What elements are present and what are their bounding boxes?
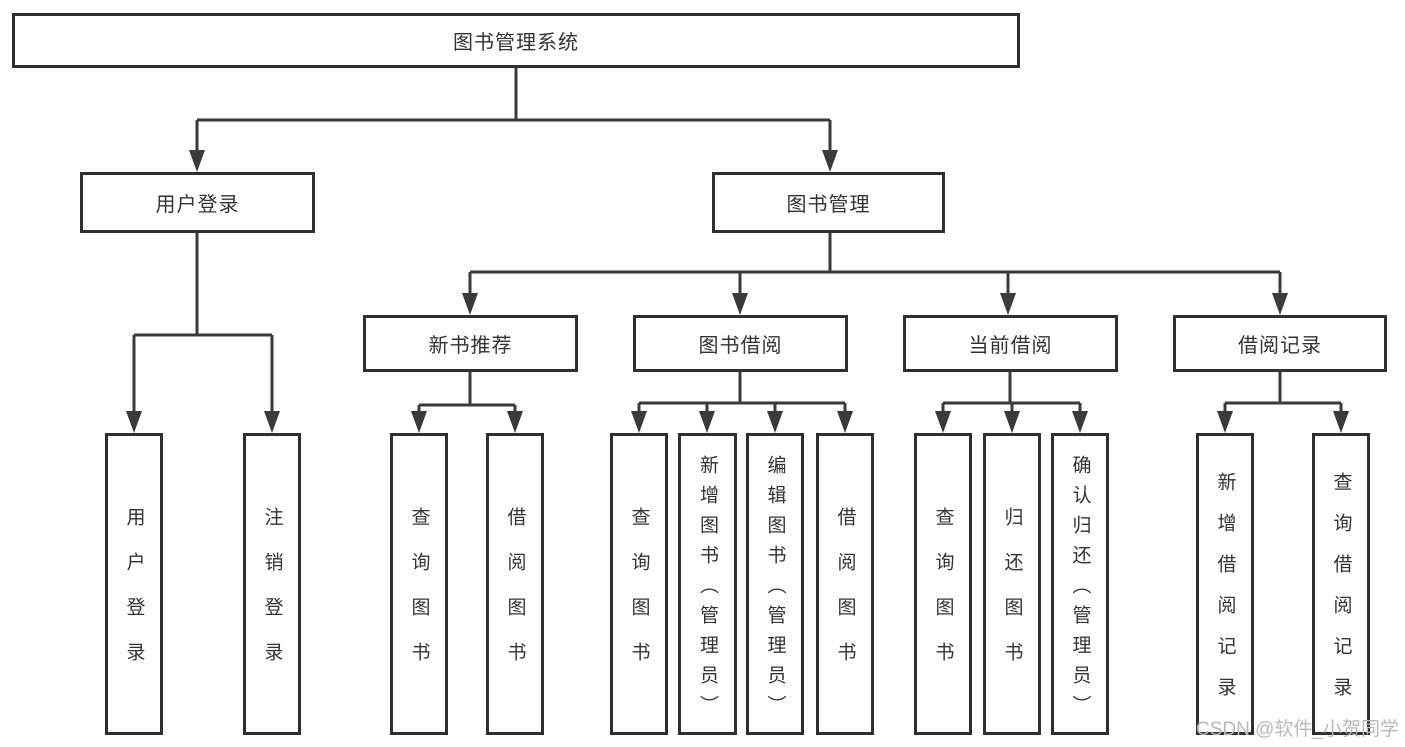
node-label: 新增图书（管理员） [697, 454, 718, 725]
node-label: 图书借阅 [698, 335, 783, 357]
node-query-books-recommend: 查询图书 [390, 433, 448, 735]
node-book-borrow: 图书借阅 [633, 315, 848, 372]
node-label: 查询图书 [628, 507, 650, 687]
node-return-book: 归还图书 [983, 433, 1041, 735]
node-query-books-current: 查询图书 [914, 433, 972, 735]
node-label: 新增借阅记录 [1214, 472, 1236, 718]
node-book-management: 图书管理 [712, 172, 945, 233]
node-label: 用户登录 [123, 507, 145, 687]
arrowheads [126, 150, 1349, 433]
node-label: 用户登录 [155, 194, 240, 216]
node-logout: 注销登录 [243, 433, 301, 735]
node-label: 查询图书 [408, 507, 430, 687]
node-label: 借阅记录 [1238, 335, 1322, 357]
node-label: 当前借阅 [968, 335, 1053, 357]
node-label: 查询借阅记录 [1330, 472, 1352, 718]
node-borrow-books-borrow: 借阅图书 [816, 433, 874, 735]
node-label: 图书管理系统 [453, 32, 579, 54]
node-confirm-return-admin: 确认归还（管理员） [1051, 433, 1109, 735]
node-label: 编辑图书（管理员） [764, 454, 786, 725]
node-label: 新书推荐 [428, 335, 513, 357]
node-label: 查询图书 [932, 507, 954, 687]
node-borrow-records: 借阅记录 [1173, 315, 1387, 372]
node-label: 归还图书 [1001, 507, 1023, 687]
node-label: 注销登录 [261, 507, 283, 687]
node-label: 借阅图书 [504, 507, 526, 687]
watermark: CSDN @软件_小贺同学 [1196, 719, 1399, 740]
node-library-system: 图书管理系统 [12, 13, 1020, 68]
node-edit-book-admin: 编辑图书（管理员） [746, 433, 804, 735]
node-label: 借阅图书 [834, 507, 856, 687]
node-new-book-recommend: 新书推荐 [363, 315, 578, 372]
node-user-login-leaf: 用户登录 [105, 433, 163, 735]
node-query-borrow-record: 查询借阅记录 [1312, 433, 1370, 735]
node-borrow-books-recommend: 借阅图书 [486, 433, 544, 735]
node-label: 图书管理 [786, 194, 871, 216]
node-add-borrow-record: 新增借阅记录 [1196, 433, 1254, 735]
node-label: 确认归还（管理员） [1069, 454, 1091, 725]
node-user-login: 用户登录 [80, 172, 315, 233]
node-current-borrow: 当前借阅 [903, 315, 1118, 372]
node-query-books-borrow: 查询图书 [610, 433, 668, 735]
node-add-book-admin: 新增图书（管理员） [678, 433, 737, 735]
